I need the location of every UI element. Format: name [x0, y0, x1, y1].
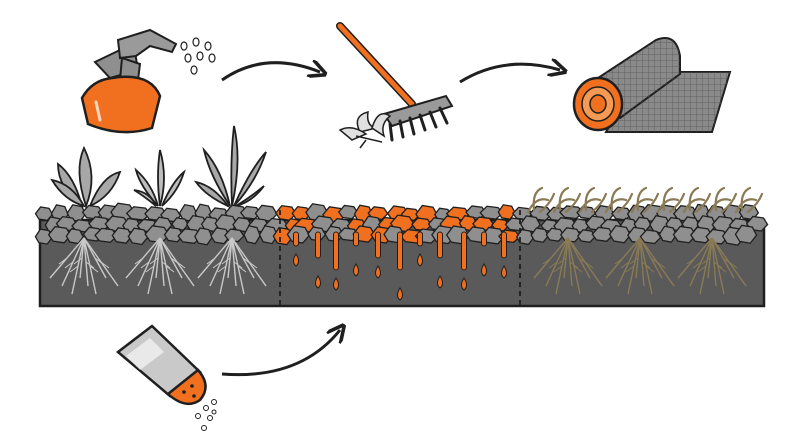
chemical-droplet — [481, 263, 487, 277]
dead-weeds-group — [526, 186, 764, 214]
stone — [734, 224, 758, 244]
chemical-droplet — [501, 265, 507, 279]
dead-weed — [552, 186, 582, 214]
chemical-drip — [333, 231, 339, 271]
chemical-drip — [417, 231, 423, 247]
spray-bottle-icon — [80, 28, 216, 134]
rake-icon — [336, 22, 454, 149]
dead-weed — [578, 186, 608, 214]
chemical-droplet — [461, 277, 467, 291]
tall-grass-weed-icon — [193, 125, 267, 209]
drips-group — [293, 231, 507, 301]
root-system — [677, 237, 747, 295]
chemical-droplet — [375, 265, 381, 279]
chemical-drip — [375, 231, 381, 259]
stone — [337, 204, 359, 220]
arrow-to-roll — [459, 64, 560, 84]
grass-weed-icon — [133, 149, 186, 207]
dead-weed — [630, 186, 660, 214]
dead-weed — [656, 186, 686, 214]
chemical-droplet — [397, 287, 403, 301]
chemical-droplet — [437, 275, 443, 289]
treated-stone — [497, 204, 516, 220]
chemical-drip — [501, 231, 507, 259]
chemical-drip — [315, 231, 321, 259]
chemical-drip — [461, 231, 467, 271]
spray-mist — [180, 37, 216, 75]
soil-cross-section — [34, 186, 769, 308]
chemical-droplet — [315, 275, 321, 289]
stone — [224, 228, 245, 243]
arrow-to-rake — [221, 63, 320, 82]
salt-shaker-icon — [116, 324, 217, 431]
salt-grains — [195, 399, 217, 431]
stone — [65, 228, 84, 245]
chemical-drip — [437, 231, 443, 259]
chemical-drip — [293, 231, 299, 247]
raked-weed-icon — [338, 111, 392, 149]
dead-weed — [682, 186, 712, 214]
root-system — [197, 237, 267, 295]
chemical-droplet — [333, 277, 339, 291]
dead-weed — [604, 186, 634, 214]
chemical-droplet — [293, 253, 299, 267]
chemical-drip — [353, 231, 359, 247]
chemical-drip — [481, 231, 487, 247]
dead-weed — [526, 186, 556, 214]
dead-weed — [708, 186, 738, 214]
landscape-fabric-roll-icon — [572, 37, 732, 133]
root-system — [533, 237, 603, 295]
roots-group — [49, 237, 747, 295]
chemical-drip — [397, 231, 403, 271]
root-system — [605, 237, 675, 295]
leafy-weed-icon — [50, 145, 122, 209]
chemical-droplet — [353, 263, 359, 277]
root-system — [125, 237, 195, 295]
gravel-layer — [34, 202, 769, 246]
chemical-droplet — [417, 253, 423, 267]
arrow-from-salt — [221, 330, 340, 377]
plants-group — [50, 125, 267, 209]
dead-weed — [734, 186, 764, 214]
root-system — [49, 237, 119, 295]
